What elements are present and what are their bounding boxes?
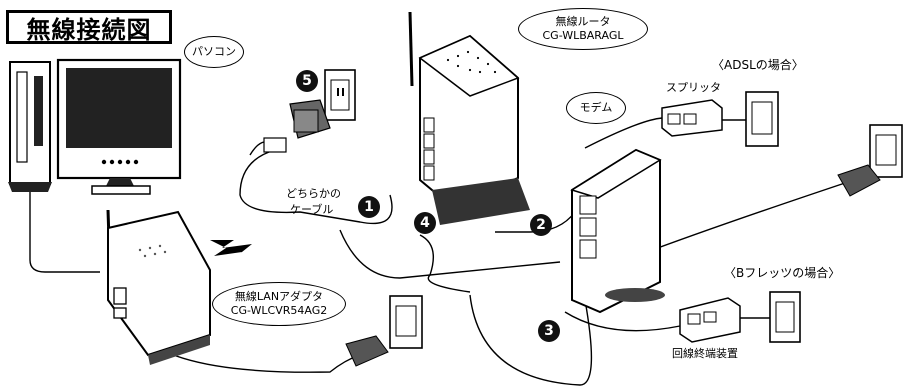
pc-monitor xyxy=(56,58,182,195)
adapter-callout-line1: 無線LANアダプタ xyxy=(234,290,324,303)
modem-callout-label: モデム xyxy=(579,101,613,114)
onu-device xyxy=(679,297,741,343)
cable-adapter-wall xyxy=(239,149,393,225)
adsl-wall-jack xyxy=(745,91,779,147)
adsl-heading: 〈ADSLの場合〉 xyxy=(712,58,804,72)
pc-tower xyxy=(8,61,52,192)
cable-modem-power xyxy=(469,294,593,386)
modem xyxy=(570,148,665,314)
wireless-adapter xyxy=(106,209,211,365)
adapter-callout: 無線LANアダプタ CG-WLCVR54AG2 xyxy=(212,282,346,326)
step-5-badge: 5 xyxy=(296,70,318,92)
ac-adapter-right xyxy=(837,164,881,197)
splitter xyxy=(661,99,723,137)
cable-label-line1: どちらかの xyxy=(286,187,341,200)
router-callout: 無線ルータ CG-WLBARAGL xyxy=(518,8,648,50)
ac-adapter-bottom xyxy=(345,335,389,367)
step-4-badge: 4 xyxy=(414,212,436,234)
pc-callout: パソコン xyxy=(184,36,244,68)
cable-router-lan xyxy=(419,234,471,293)
step-1-badge: 1 xyxy=(358,196,380,218)
ac-adapter xyxy=(263,99,331,153)
cable-pc-adapter xyxy=(29,175,100,273)
page-title: 無線接続図 xyxy=(6,10,172,44)
wall-outlet-right xyxy=(869,124,903,178)
cable-modem-splitter xyxy=(584,117,663,149)
router-callout-line2: CG-WLBARAGL xyxy=(542,29,624,42)
pc-callout-label: パソコン xyxy=(192,45,236,58)
router-callout-line1: 無線ルータ xyxy=(555,15,611,28)
splitter-label: スプリッタ xyxy=(666,81,721,94)
step-2-badge: 2 xyxy=(530,214,552,236)
wall-outlet-5 xyxy=(324,69,356,121)
cable-modem-onu xyxy=(564,311,681,332)
cable-label-line2: ケーブル xyxy=(290,203,334,216)
wall-outlet-bottom xyxy=(389,295,423,349)
cable-either xyxy=(339,229,561,279)
step-3-badge: 3 xyxy=(538,320,560,342)
bflets-heading: 〈Bフレッツの場合〉 xyxy=(724,266,841,280)
wireless-signal-icon xyxy=(210,240,252,260)
modem-callout: モデム xyxy=(566,92,626,124)
bflets-wall-jack xyxy=(769,291,801,343)
wireless-router xyxy=(408,11,530,225)
onu-label: 回線終端装置 xyxy=(672,347,738,360)
adapter-callout-line2: CG-WLCVR54AG2 xyxy=(230,304,328,317)
